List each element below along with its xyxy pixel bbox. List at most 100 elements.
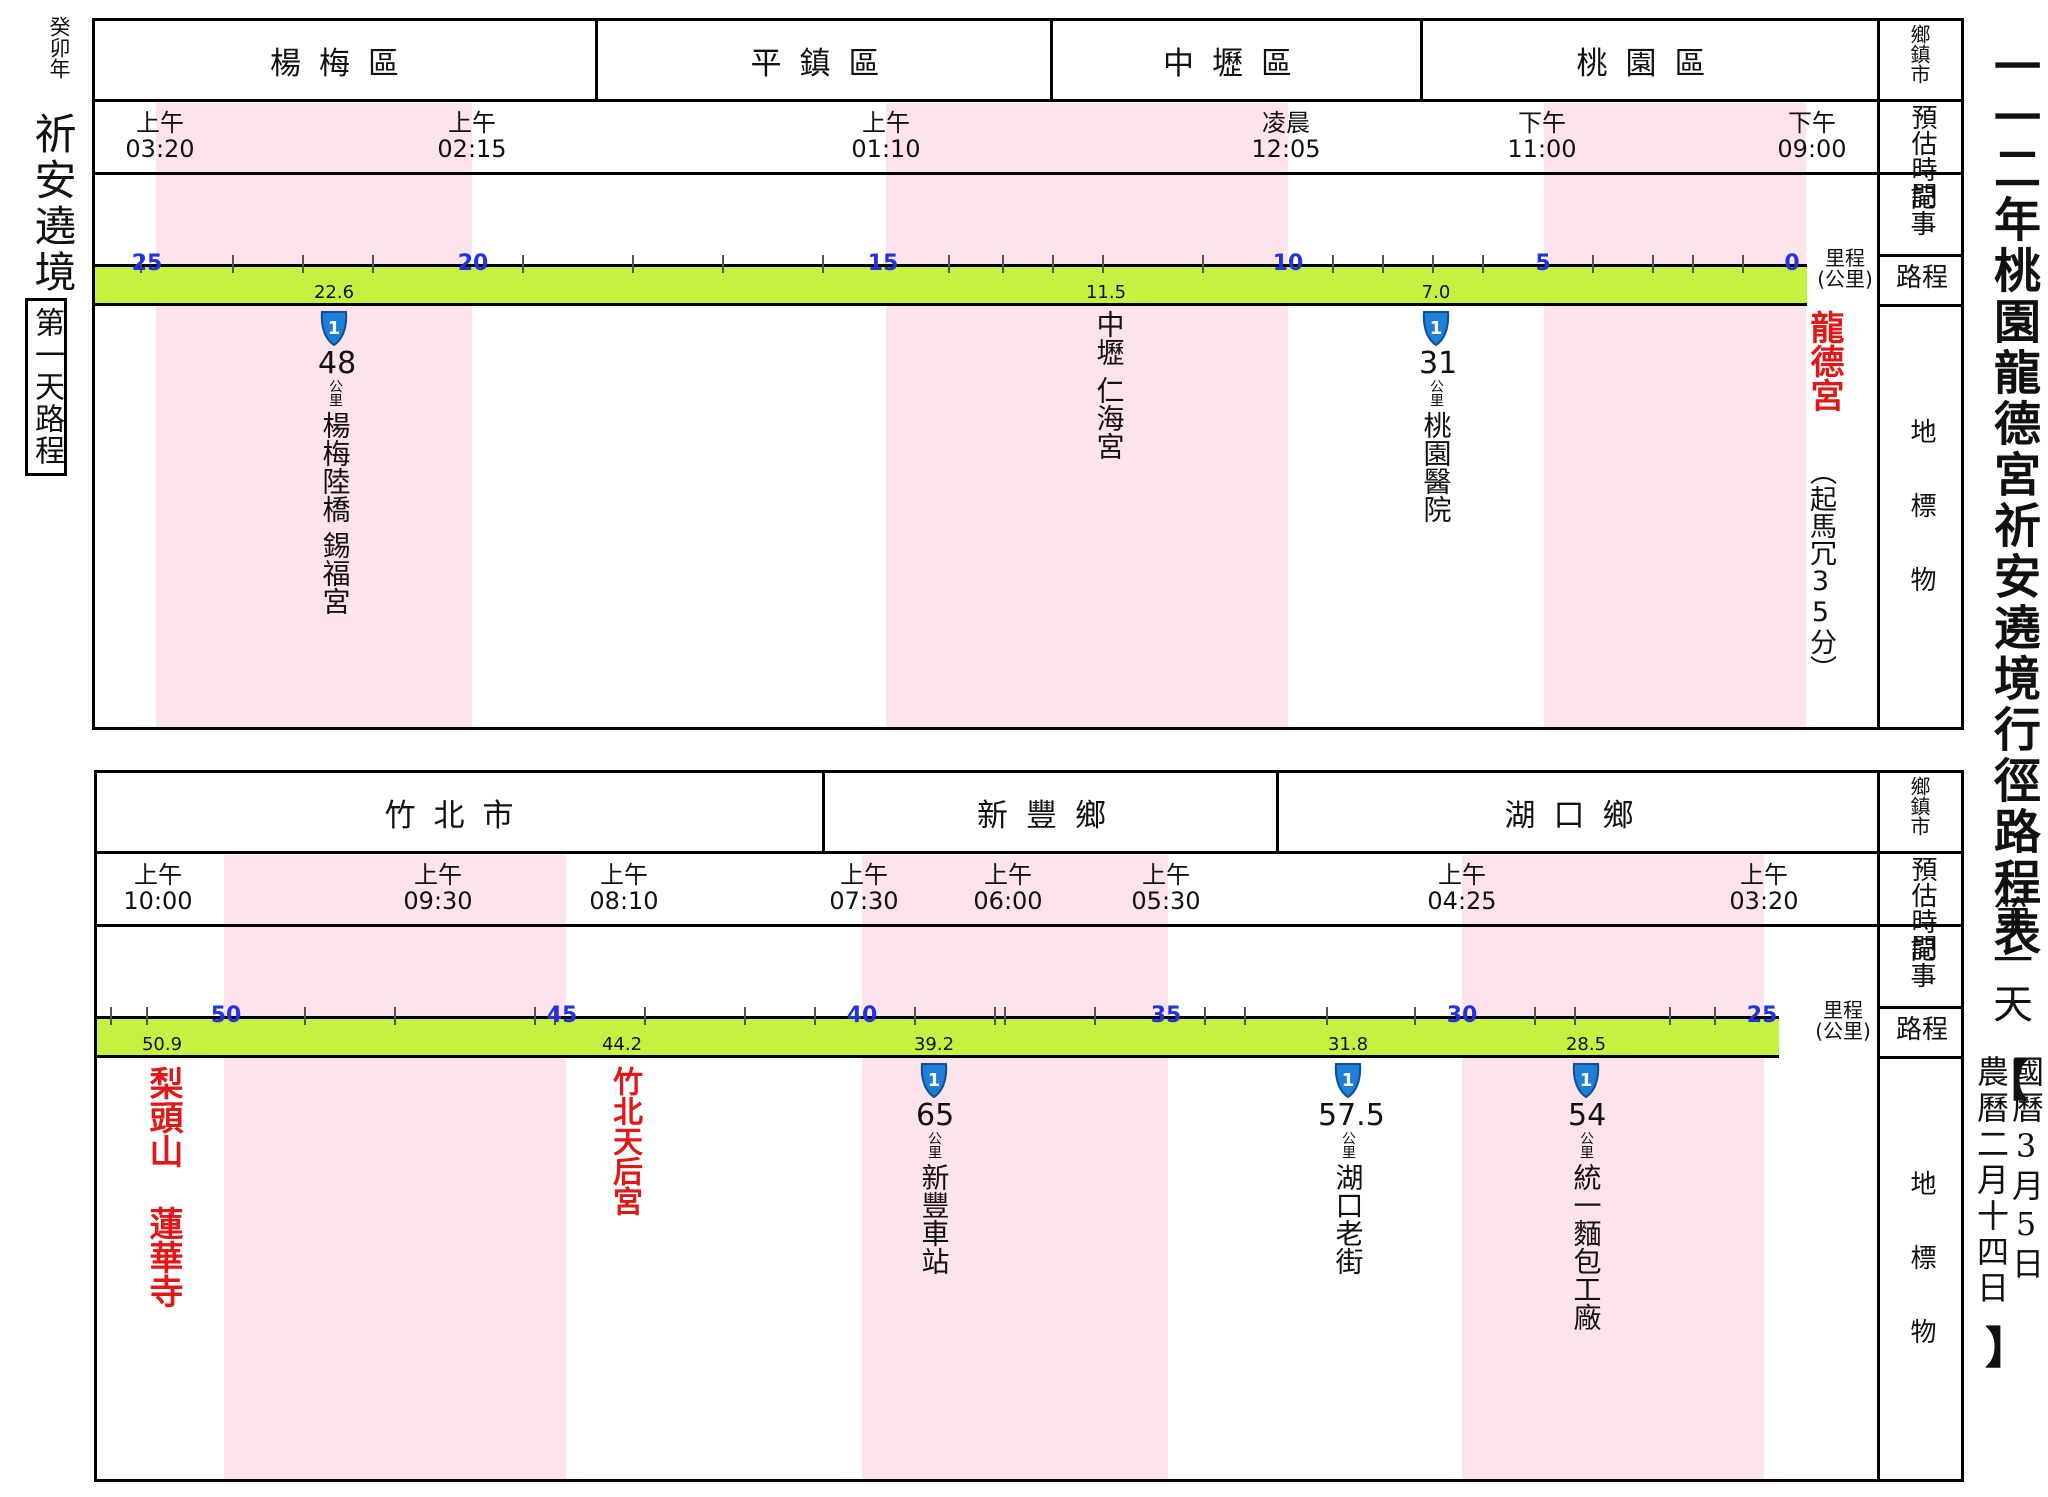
km-mark: 50 [210,1003,242,1028]
highway-shield-icon: 1 [1422,310,1451,350]
km-mark: 10 [1272,251,1304,276]
label-time: 預估時間 [1907,856,1937,960]
landmark-lianhua-temple: 蓮華寺 [143,1206,183,1308]
landmark-yangmei: 48 公里 楊梅陸橋 錫福宮 [318,346,357,615]
svg-text:1: 1 [1430,318,1443,339]
landmark-zhongli: 中壢 仁海宮 [1092,310,1126,460]
divider [92,99,1964,102]
divider [1878,254,1964,257]
district-taoyuan: 桃園區 [1576,46,1724,82]
divider [1050,18,1053,100]
divider [94,924,1964,927]
label-landmark: 地標物 [1906,418,1936,640]
pink-band [886,103,1288,727]
tick-row [92,255,1807,273]
bracket-close: 】 [1985,1323,2029,1374]
divider [822,770,825,852]
km-unit-label: 里程(公里) [1815,998,1871,1043]
landmark-uni-president-factory: 54 公里 統一麵包工廠 [1568,1098,1607,1331]
label-notes: 記事 [1906,936,1936,988]
label-route: 路程 [1895,263,1948,293]
label-district: 鄉鎮市 [1907,776,1931,836]
km-point: 31.8 [1327,1034,1369,1055]
km-point: 11.5 [1085,282,1127,303]
district-hukou: 湖口鄉 [1504,798,1652,834]
divider [1877,770,1880,1482]
date-lunar: 農曆二月十四日 [1972,1055,2010,1307]
km-mark: 5 [1535,251,1551,276]
svg-text:1: 1 [1580,1070,1593,1091]
main-title: 一一二年桃園龍德宮祈安遶境行徑路程表 [1985,42,2040,960]
km-unit-label: 里程(公里) [1817,246,1873,291]
district-yangmei: 楊梅區 [270,46,417,82]
landmark-litoushan: 梨頭山 [143,1066,183,1168]
km-point: 39.2 [913,1034,955,1055]
svg-text:1: 1 [328,318,341,339]
label-landmark: 地標物 [1906,1170,1936,1392]
divider [1878,1006,1964,1009]
date-solar: 國曆3月5日 [2007,1055,2045,1283]
pink-band [224,855,566,1479]
km-point: 28.5 [1565,1034,1607,1055]
km-mark: 15 [867,251,899,276]
highway-shield-icon: 1 [920,1062,949,1102]
pink-band [1544,103,1806,727]
table-frame [94,770,1964,1482]
district-zhongli: 中壢區 [1163,46,1310,82]
divider [94,851,1964,854]
km-mark: 20 [457,251,489,276]
pink-band [862,855,1168,1479]
highway-shield-icon: 1 [1334,1062,1363,1102]
district-zhubei: 竹北市 [384,798,532,834]
landmark-xinfeng-station: 65 公里 新豐車站 [916,1098,955,1275]
tick-row [94,1007,1779,1025]
start-note: （起馬冗35分） [1805,458,1836,682]
divider [1878,304,1964,307]
km-mark: 40 [846,1003,878,1028]
divider [595,18,598,100]
divider [1276,770,1279,852]
km-mark: 35 [1150,1003,1182,1028]
divider [1878,1056,1964,1059]
road-bar [94,1016,1779,1058]
highway-shield-icon: 1 [320,310,349,350]
km-mark: 25 [131,251,163,276]
divider [92,172,1964,175]
pink-band [1462,855,1764,1479]
divider [1877,18,1880,730]
svg-text:1: 1 [928,1070,941,1091]
km-mark: 25 [1746,1003,1778,1028]
bracket-open: 【 [1985,1056,2029,1107]
km-mark: 45 [546,1003,578,1028]
label-time: 預估時間 [1907,104,1937,208]
year-label: 癸卯年 [47,16,71,79]
km-mark: 30 [1446,1003,1478,1028]
label-district: 鄉鎮市 [1907,24,1931,84]
day-label: 第一天 [1986,895,2032,1027]
landmark-longde-temple: 龍德宮 [1804,310,1844,412]
km-point: 7.0 [1421,282,1451,303]
km-mark: 0 [1784,251,1800,276]
landmark-taoyuan-hospital: 31 公里 桃園醫院 [1419,346,1458,523]
day-box: 第一天路程 [25,298,67,476]
landmark-zhubei-tianhou-temple: 竹北天后宮 [607,1066,642,1216]
label-route: 路程 [1895,1015,1948,1045]
district-xinfeng: 新豐鄉 [977,798,1124,834]
table-frame [92,18,1964,730]
svg-text:1: 1 [1342,1070,1355,1091]
